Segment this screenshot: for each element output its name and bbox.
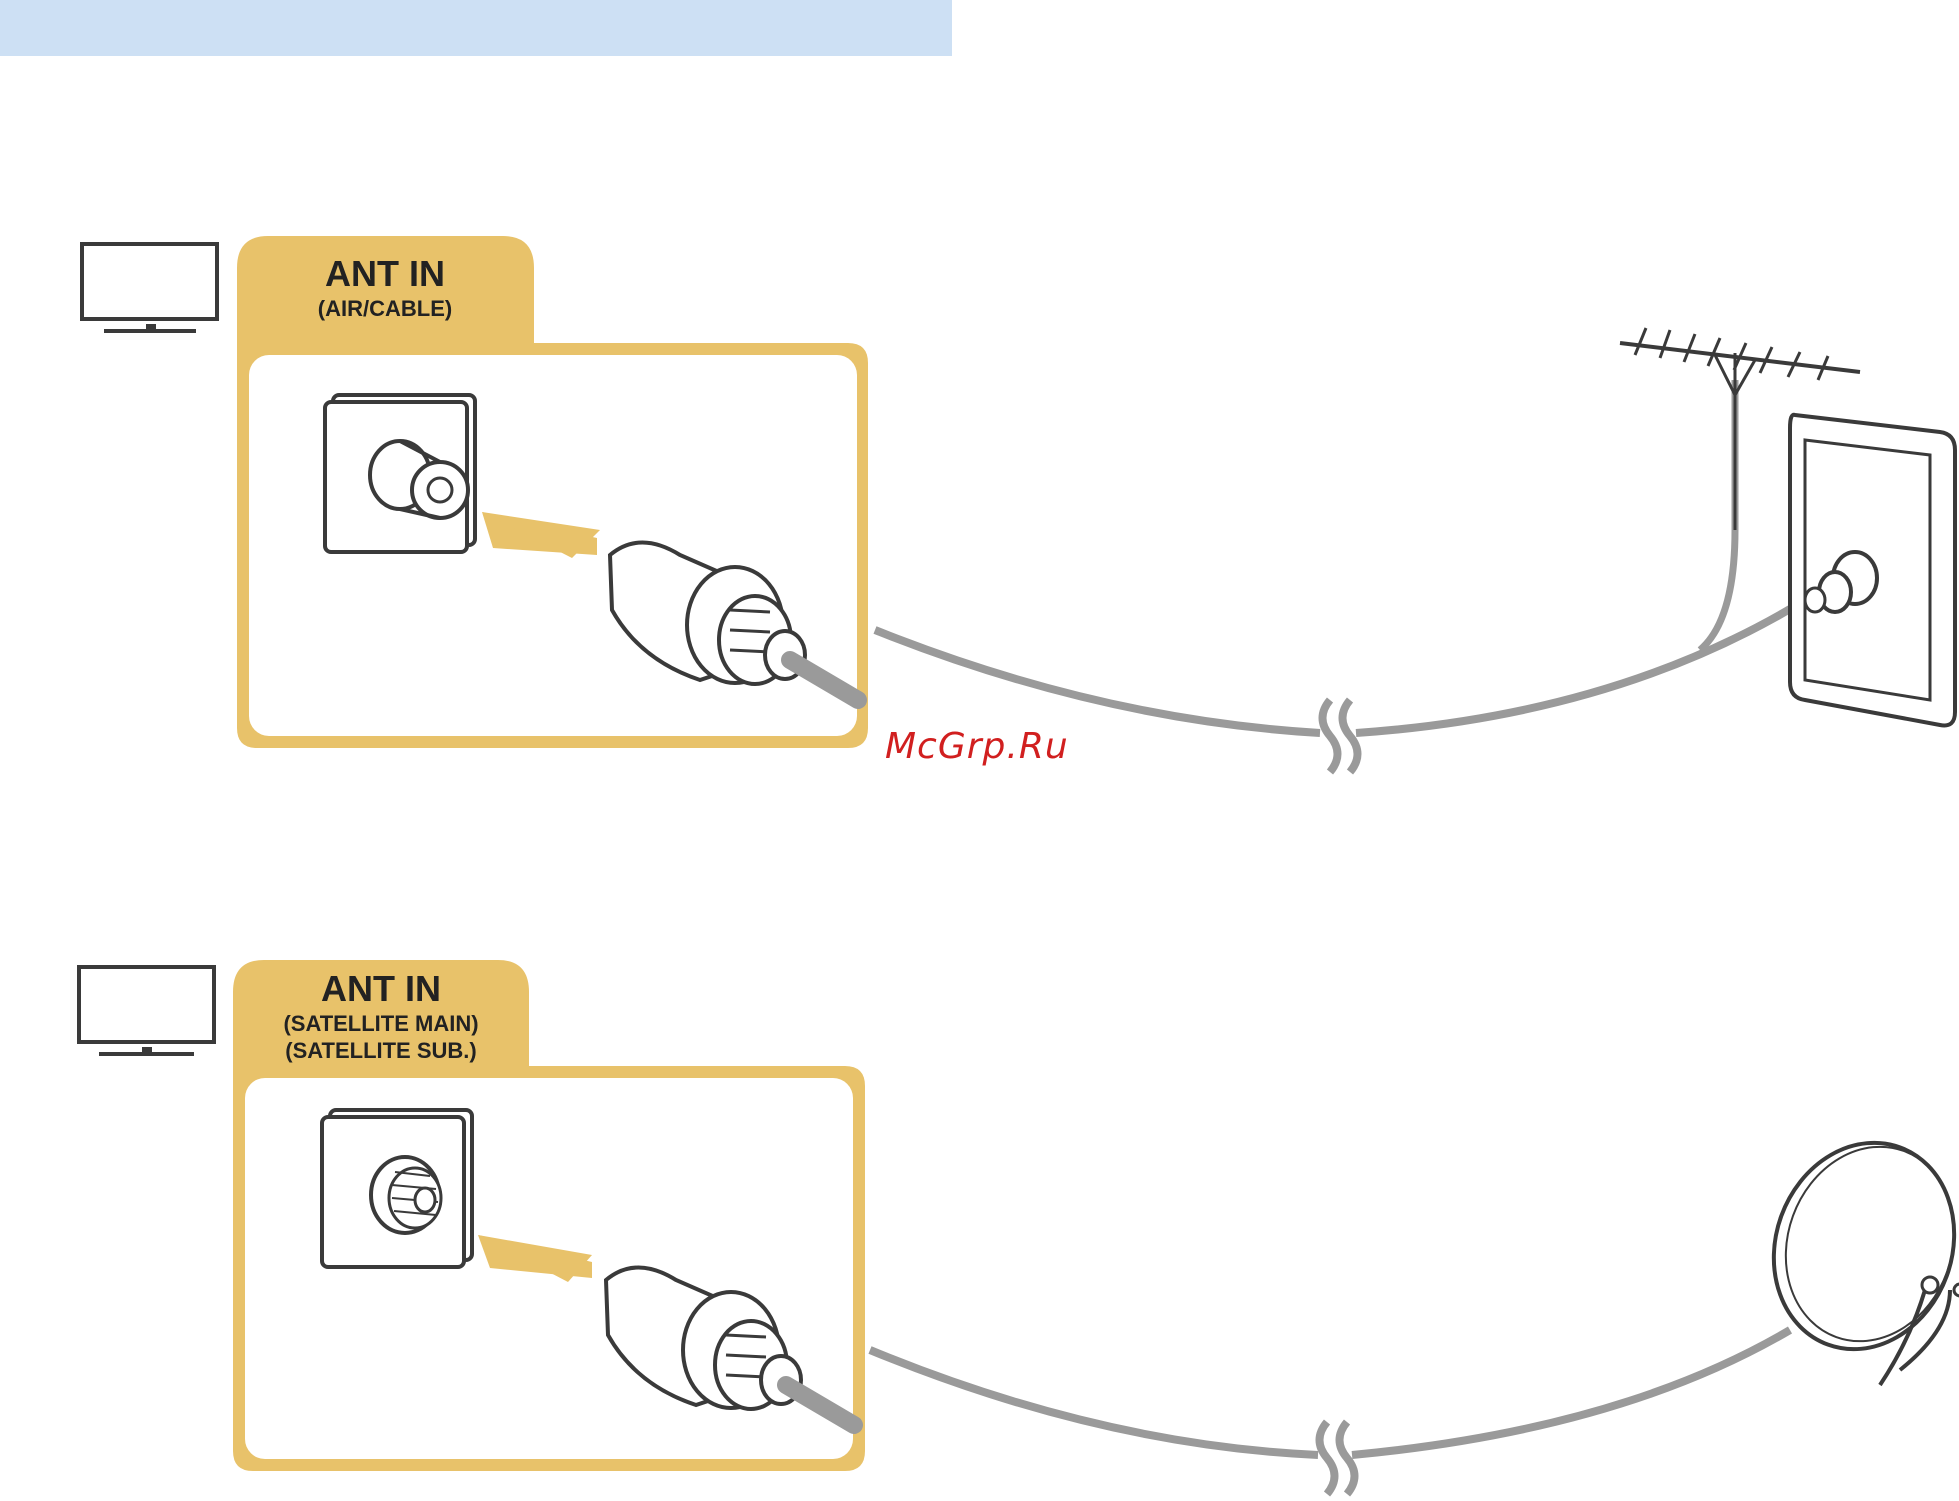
tv-icon bbox=[82, 244, 217, 331]
tv-icon bbox=[79, 967, 214, 1054]
tab-subtitle-main: (SATELLITE MAIN) bbox=[283, 1011, 478, 1036]
connection-satellite: ANT IN (SATELLITE MAIN) (SATELLITE SUB.) bbox=[79, 960, 1959, 1494]
connection-air-cable: ANT IN (AIR/CABLE) bbox=[82, 236, 1955, 772]
rf-port bbox=[325, 395, 475, 552]
cable-break-icon bbox=[1323, 700, 1358, 772]
cable-main bbox=[875, 630, 1320, 733]
tab-title: ANT IN bbox=[325, 253, 445, 294]
cable-main bbox=[870, 1350, 1318, 1455]
wall-plate-icon bbox=[1790, 415, 1955, 726]
satellite-dish-icon bbox=[1745, 1117, 1959, 1385]
tab-title: ANT IN bbox=[321, 968, 441, 1009]
cable-break-icon bbox=[1320, 1422, 1355, 1494]
watermark-text: McGrp.Ru bbox=[885, 726, 1069, 767]
f-connector-port bbox=[322, 1110, 472, 1267]
tab-subtitle: (AIR/CABLE) bbox=[318, 296, 452, 321]
tab-subtitle-sub: (SATELLITE SUB.) bbox=[285, 1038, 476, 1063]
